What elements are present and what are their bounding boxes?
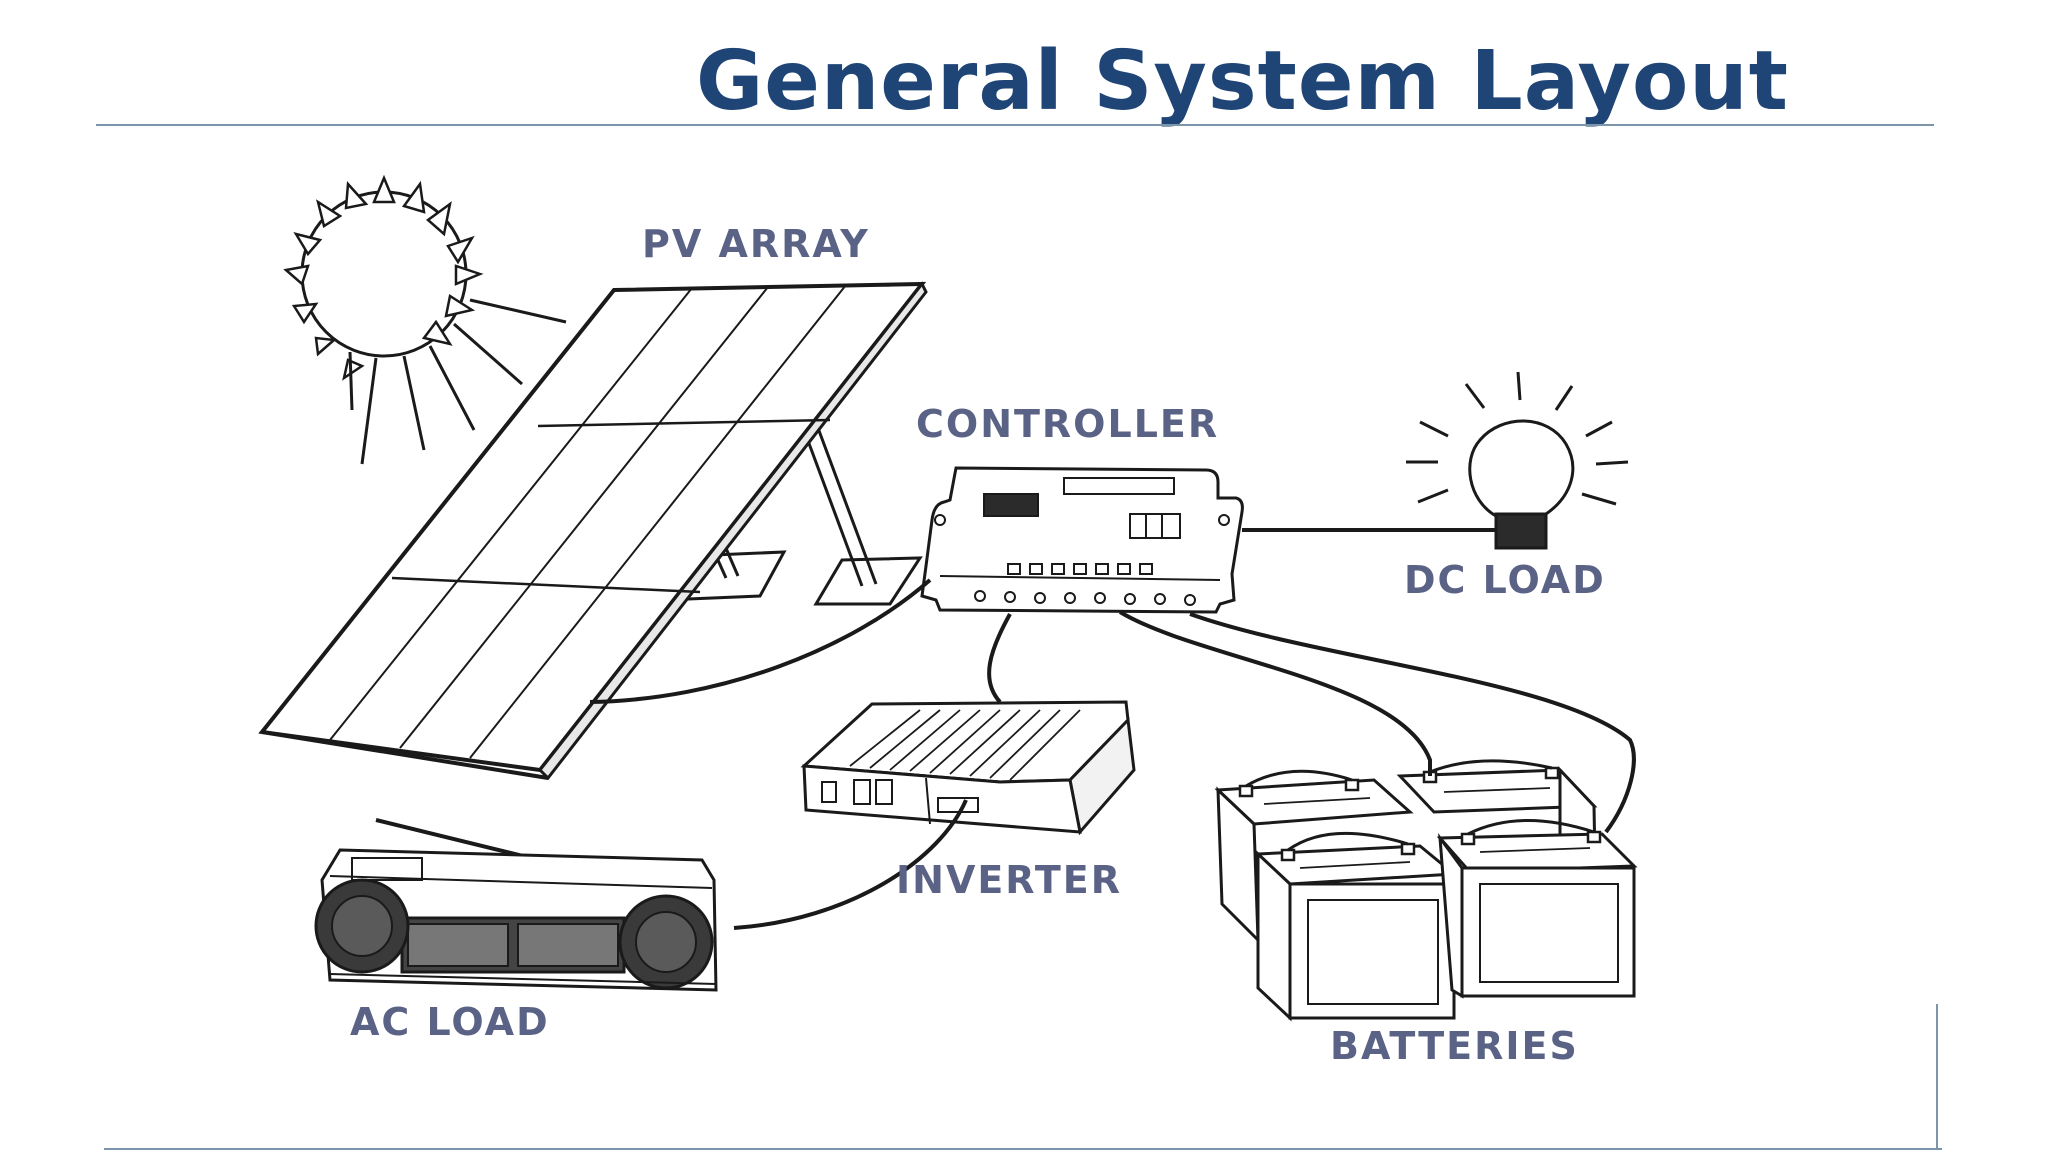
- radio-icon: [314, 818, 718, 992]
- page-title: General System Layout: [696, 34, 1789, 129]
- controller-label: CONTROLLER: [916, 402, 1220, 446]
- charge-controller-icon: [920, 466, 1244, 614]
- batteries-icon: [1214, 759, 1638, 1022]
- batteries-label: BATTERIES: [1330, 1024, 1579, 1068]
- pv-array-label: PV ARRAY: [642, 222, 870, 266]
- solar-panel-icon: [258, 281, 928, 781]
- wiring: [589, 528, 1636, 930]
- inverter-icon: [800, 700, 1136, 836]
- title-divider: [96, 124, 1934, 126]
- sun-icon: [283, 174, 567, 465]
- dc-load-label: DC LOAD: [1404, 558, 1606, 602]
- frame-right-edge: [1936, 1004, 1938, 1148]
- inverter-label: INVERTER: [896, 858, 1123, 902]
- bottom-divider: [104, 1148, 1942, 1150]
- ac-load-label: AC LOAD: [350, 1000, 550, 1044]
- light-bulb-icon: [1406, 371, 1629, 550]
